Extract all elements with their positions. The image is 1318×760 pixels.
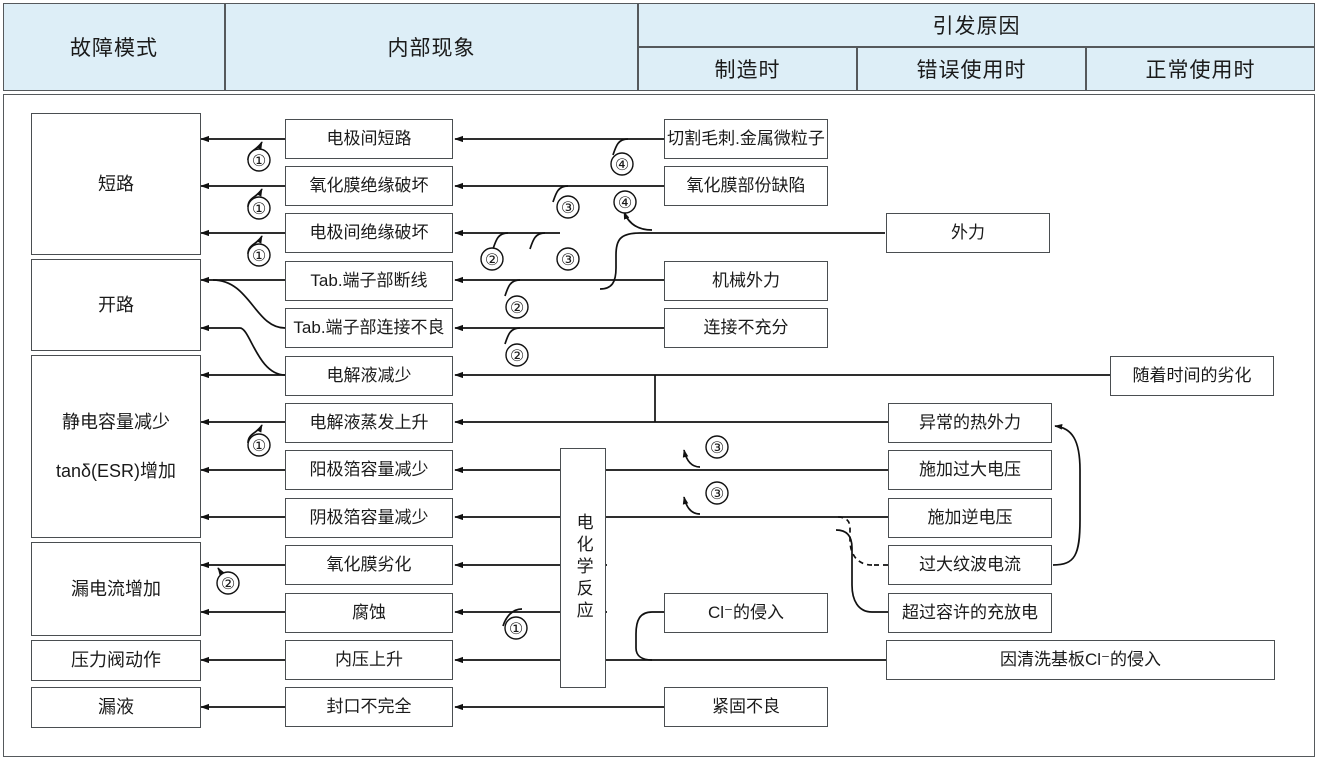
internal-anode-foil-capacitance-drop[interactable]: 阳极箔容量减少 (285, 450, 453, 490)
internal-oxide-degradation[interactable]: 氧化膜劣化 (285, 545, 453, 585)
cause-label: 施加过大电压 (919, 460, 1021, 480)
cause-label: 随着时间的劣化 (1132, 366, 1252, 386)
internal-label: 阴极箔容量减少 (309, 508, 429, 528)
cause-label: 连接不充分 (703, 318, 789, 338)
failure-mode-label: 压力阀动作 (71, 650, 161, 671)
failure-mode-leakage-liquid[interactable]: 漏液 (31, 687, 201, 728)
cause-mfg-mechanical-force[interactable]: 机械外力 (664, 261, 828, 301)
header-cell-failure-mode: 故障模式 (3, 3, 225, 91)
cause-misuse-overvoltage[interactable]: 施加过大电压 (888, 450, 1052, 490)
internal-label: 电极间绝缘破坏 (309, 223, 429, 243)
internal-internal-pressure-rise[interactable]: 内压上升 (285, 640, 453, 680)
cause-label: 切割毛刺.金属微粒子 (667, 129, 825, 149)
header-label-misuse: 错误使用时 (916, 59, 1027, 82)
failure-mode-label: 开路 (98, 294, 134, 315)
cause-mfg-burr-metal-particles[interactable]: 切割毛刺.金属微粒子 (664, 119, 828, 159)
internal-incomplete-sealing[interactable]: 封口不完全 (285, 687, 453, 727)
cause-misuse-abnormal-thermal-force[interactable]: 异常的热外力 (888, 403, 1052, 443)
failure-mode-label: 短路 (98, 173, 134, 194)
cause-mfg-poor-fastening[interactable]: 紧固不良 (664, 687, 828, 727)
cause-label: Cl⁻的侵入 (707, 603, 785, 623)
internal-oxide-insulation-breakdown[interactable]: 氧化膜绝缘破坏 (285, 166, 453, 206)
cause-misuse-board-cleaning-chloride[interactable]: 因清洗基板Cl⁻的侵入 (886, 640, 1275, 680)
failure-mode-pressure-valve[interactable]: 压力阀动作 (31, 640, 201, 681)
cause-mfg-insufficient-connection[interactable]: 连接不充分 (664, 308, 828, 348)
internal-corrosion[interactable]: 腐蚀 (285, 593, 453, 633)
cause-normal-aging-over-time[interactable]: 随着时间的劣化 (1110, 356, 1274, 396)
cause-label: 外力 (951, 223, 985, 243)
cause-label: 过大纹波电流 (919, 555, 1021, 575)
internal-label: 腐蚀 (352, 603, 386, 623)
header-cell-internal: 内部现象 (225, 3, 638, 91)
header-cell-misuse: 错误使用时 (857, 47, 1086, 91)
internal-label: 氧化膜绝缘破坏 (309, 176, 429, 196)
failure-mode-label: 漏液 (98, 697, 134, 718)
internal-label: 电解液蒸发上升 (309, 413, 429, 433)
internal-electrolyte-decrease[interactable]: 电解液减少 (285, 356, 453, 396)
header-label-normal: 正常使用时 (1145, 59, 1256, 82)
failure-mode-label: 漏电流增加 (71, 578, 161, 599)
internal-label: Tab.端子部断线 (310, 271, 428, 291)
cause-misuse-excessive-ripple-current[interactable]: 过大纹波电流 (888, 545, 1052, 585)
failure-mode-short-circuit[interactable]: 短路 (31, 113, 201, 255)
internal-label: 封口不完全 (326, 697, 412, 717)
header-cell-normal: 正常使用时 (1086, 47, 1315, 91)
internal-tab-poor-connection[interactable]: Tab.端子部连接不良 (285, 308, 453, 348)
cause-label: 超过容许的充放电 (902, 603, 1038, 623)
internal-label: 阳极箔容量减少 (309, 460, 429, 480)
cause-label: 异常的热外力 (919, 413, 1021, 433)
header-label-manufacture: 制造时 (714, 59, 781, 82)
cause-misuse-external-force[interactable]: 外力 (886, 213, 1050, 253)
internal-electrolyte-evaporation[interactable]: 电解液蒸发上升 (285, 403, 453, 443)
reaction-label: 电化学反应 (573, 513, 593, 623)
cause-label: 因清洗基板Cl⁻的侵入 (999, 650, 1162, 670)
header-label-internal: 内部现象 (387, 37, 476, 60)
internal-electrode-short[interactable]: 电极间短路 (285, 119, 453, 159)
failure-mode-open-circuit[interactable]: 开路 (31, 259, 201, 351)
electrochemical-reaction-node[interactable]: 电化学反应 (560, 448, 606, 688)
cause-mfg-oxide-partial-defect[interactable]: 氧化膜部份缺陷 (664, 166, 828, 206)
cause-misuse-reverse-voltage[interactable]: 施加逆电压 (888, 498, 1052, 538)
header-cell-cause-group: 引发原因 (638, 3, 1315, 47)
internal-cathode-foil-capacitance-drop[interactable]: 阴极箔容量减少 (285, 498, 453, 538)
cause-mfg-chloride-ingress[interactable]: Cl⁻的侵入 (664, 593, 828, 633)
internal-label: 内压上升 (335, 650, 403, 670)
failure-mode-leakage-current[interactable]: 漏电流增加 (31, 542, 201, 636)
cause-misuse-over-charge-discharge[interactable]: 超过容许的充放电 (888, 593, 1052, 633)
failure-mode-label-line1: 静电容量减少 (62, 412, 170, 432)
internal-label: 电解液减少 (326, 366, 412, 386)
cause-label: 施加逆电压 (927, 508, 1013, 528)
cause-label: 机械外力 (712, 271, 780, 291)
internal-tab-wire-break[interactable]: Tab.端子部断线 (285, 261, 453, 301)
failure-mode-capacitance-drop[interactable]: 静电容量减少 tanδ(ESR)增加 (31, 355, 201, 538)
header-label-failure-mode: 故障模式 (70, 37, 158, 60)
internal-interelectrode-insulation-breakdown[interactable]: 电极间绝缘破坏 (285, 213, 453, 253)
header-label-cause-group: 引发原因 (932, 15, 1021, 38)
failure-mode-label-line2: tanδ(ESR)增加 (55, 460, 177, 481)
internal-label: 氧化膜劣化 (326, 555, 412, 575)
cause-label: 氧化膜部份缺陷 (686, 176, 806, 196)
internal-label: 电极间短路 (326, 129, 412, 149)
internal-label: Tab.端子部连接不良 (293, 318, 445, 338)
cause-label: 紧固不良 (712, 697, 780, 717)
header-cell-manufacture: 制造时 (638, 47, 857, 91)
